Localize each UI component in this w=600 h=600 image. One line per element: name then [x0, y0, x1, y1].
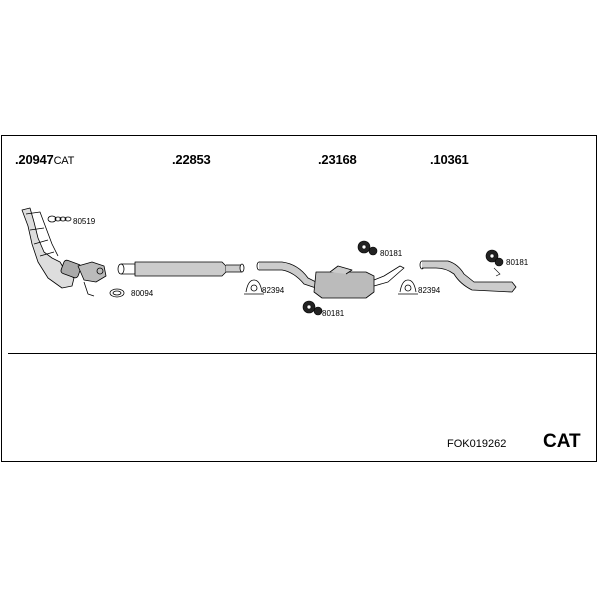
front-silencer-icon	[117, 261, 245, 277]
part-number-front-pipe: .22853	[172, 152, 211, 167]
ring-gasket-80094-icon	[109, 288, 125, 298]
hanger-80181-a-icon	[357, 240, 378, 256]
diagram-frame	[1, 135, 597, 462]
hanger-80181-c-icon	[485, 249, 504, 277]
tail-pipe-icon	[419, 260, 517, 293]
type-label: CAT	[543, 431, 581, 452]
kit-code: FOK019262	[447, 438, 507, 450]
label-gasket-80519: 80519	[73, 217, 96, 226]
divider-line	[8, 353, 597, 354]
part-number-catalyst: .20947CAT	[15, 152, 75, 167]
part-number-middle-silencer: .23168	[318, 152, 357, 167]
hanger-80181-b-icon	[302, 300, 323, 316]
label-ring-80094: 80094	[131, 289, 154, 298]
middle-silencer-icon	[256, 261, 405, 299]
clamp-82394-b-icon	[398, 279, 418, 295]
clamp-82394-a-icon	[244, 279, 264, 295]
part-suffix: CAT	[53, 155, 75, 167]
label-hanger-80181-c: 80181	[506, 258, 529, 267]
gasket-80519-icon	[47, 215, 72, 223]
label-hanger-80181-b: 80181	[322, 309, 345, 318]
label-clamp-82394-b: 82394	[418, 286, 441, 295]
part-number-tail-pipe: .10361	[430, 152, 469, 167]
manifold-catalyst-icon	[21, 207, 107, 297]
label-clamp-82394-a: 82394	[262, 286, 285, 295]
label-hanger-80181-a: 80181	[380, 249, 403, 258]
